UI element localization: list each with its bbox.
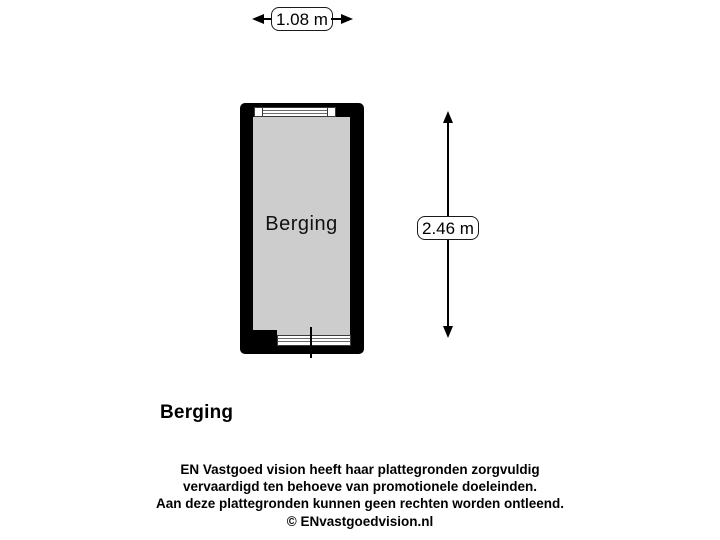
- window-pane-line: [263, 110, 327, 111]
- window-post-right: [327, 107, 336, 117]
- disclaimer-line-1: EN Vastgoed vision heeft haar plattegron…: [180, 462, 540, 477]
- window-pane-line: [278, 338, 350, 339]
- window-glazing: [263, 107, 327, 117]
- plan-title: Berging: [160, 402, 234, 423]
- dimension-line-right: [331, 18, 343, 20]
- dimension-line-upper: [447, 122, 449, 216]
- window-top: [254, 107, 336, 117]
- arrowhead-left-icon: [252, 14, 264, 24]
- height-dimension-label: 2.46 m: [417, 216, 479, 240]
- wall-junction-line: [310, 327, 312, 358]
- dimension-line-lower: [447, 240, 449, 326]
- disclaimer-line-2: vervaardigd ten behoeve van promotionele…: [182, 479, 538, 495]
- floorplan-room-berging: Berging: [240, 103, 364, 354]
- window-bottom: [277, 335, 351, 346]
- dimension-line-left: [262, 18, 274, 20]
- window-pane-line: [263, 113, 327, 114]
- room-floor: [253, 117, 350, 335]
- window-pane-line: [278, 341, 350, 342]
- disclaimer-text: EN Vastgoed vision heeft haar plattegron…: [0, 461, 720, 530]
- wall-segment-bottom-left: [253, 330, 277, 354]
- room-name-label: Berging: [265, 213, 338, 235]
- arrowhead-down-icon: [443, 326, 453, 338]
- disclaimer-line-3: Aan deze plattegronden kunnen geen recht…: [155, 496, 565, 512]
- arrowhead-right-icon: [341, 14, 353, 24]
- arrowhead-up-icon: [443, 111, 453, 123]
- width-dimension-label: 1.08 m: [271, 7, 333, 31]
- window-post-left: [254, 107, 263, 117]
- disclaimer-line-4: © ENvastgoedvision.nl: [286, 513, 434, 529]
